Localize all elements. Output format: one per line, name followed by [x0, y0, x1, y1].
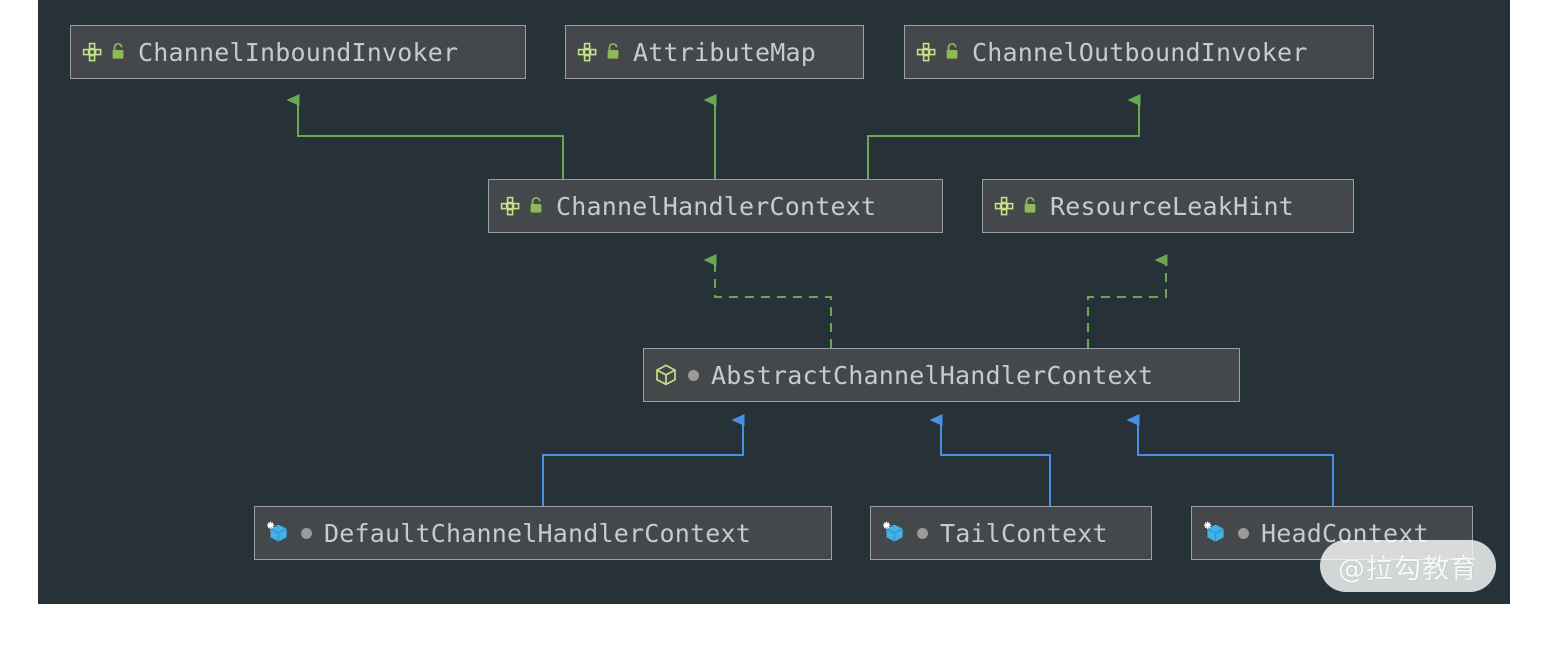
node-abstract-channel-handler-context[interactable]: AbstractChannelHandlerContext [643, 348, 1240, 402]
node-label: AbstractChannelHandlerContext [711, 360, 1154, 390]
node-resource-leak-hint[interactable]: ResourceLeakHint [982, 179, 1354, 233]
edge-default-ctx-to-achc [542, 414, 745, 506]
node-label: ChannelHandlerContext [556, 191, 877, 221]
edge-chc-to-outbound-invoker [867, 94, 1141, 179]
edge-achc-to-chc [703, 254, 832, 348]
unlocked-public-icon [110, 42, 126, 62]
node-tail-context[interactable]: TailContext [870, 506, 1152, 560]
interface-icon [81, 41, 103, 63]
package-private-dot-icon [917, 527, 928, 539]
node-default-channel-handler-context[interactable]: DefaultChannelHandlerContext [254, 506, 832, 560]
diagram-canvas: ChannelInboundInvoker [38, 0, 1510, 604]
node-channel-outbound-invoker[interactable]: ChannelOutboundInvoker [904, 25, 1374, 79]
class-cube-icon [265, 520, 291, 546]
edge-achc-to-resource-leak-hint [1087, 254, 1168, 348]
node-label: ResourceLeakHint [1050, 191, 1295, 221]
node-label: ChannelInboundInvoker [138, 37, 459, 67]
node-label: ChannelOutboundInvoker [972, 37, 1308, 67]
node-label: TailContext [940, 518, 1108, 548]
node-attribute-map[interactable]: AttributeMap [565, 25, 864, 79]
node-head-context[interactable]: HeadContext [1191, 506, 1473, 560]
interface-icon [915, 41, 937, 63]
unlocked-public-icon [1022, 196, 1038, 216]
node-label: DefaultChannelHandlerContext [324, 518, 752, 548]
node-label: HeadContext [1261, 518, 1429, 548]
abstract-class-cube-icon [654, 363, 678, 387]
package-private-dot-icon [301, 527, 312, 539]
edge-layer [286, 94, 1334, 506]
interface-icon [993, 195, 1015, 217]
edge-head-ctx-to-achc [1126, 414, 1334, 506]
package-private-dot-icon [1238, 527, 1249, 539]
unlocked-public-icon [605, 42, 621, 62]
class-cube-icon [1202, 520, 1228, 546]
node-channel-handler-context[interactable]: ChannelHandlerContext [488, 179, 943, 233]
edge-chc-to-inbound-invoker [286, 94, 564, 179]
unlocked-public-icon [944, 42, 960, 62]
interface-icon [576, 41, 598, 63]
unlocked-public-icon [528, 196, 544, 216]
node-channel-inbound-invoker[interactable]: ChannelInboundInvoker [70, 25, 526, 79]
package-private-dot-icon [688, 369, 699, 381]
edge-tail-ctx-to-achc [929, 414, 1051, 506]
interface-icon [499, 195, 521, 217]
class-cube-icon [881, 520, 907, 546]
node-label: AttributeMap [633, 37, 817, 67]
